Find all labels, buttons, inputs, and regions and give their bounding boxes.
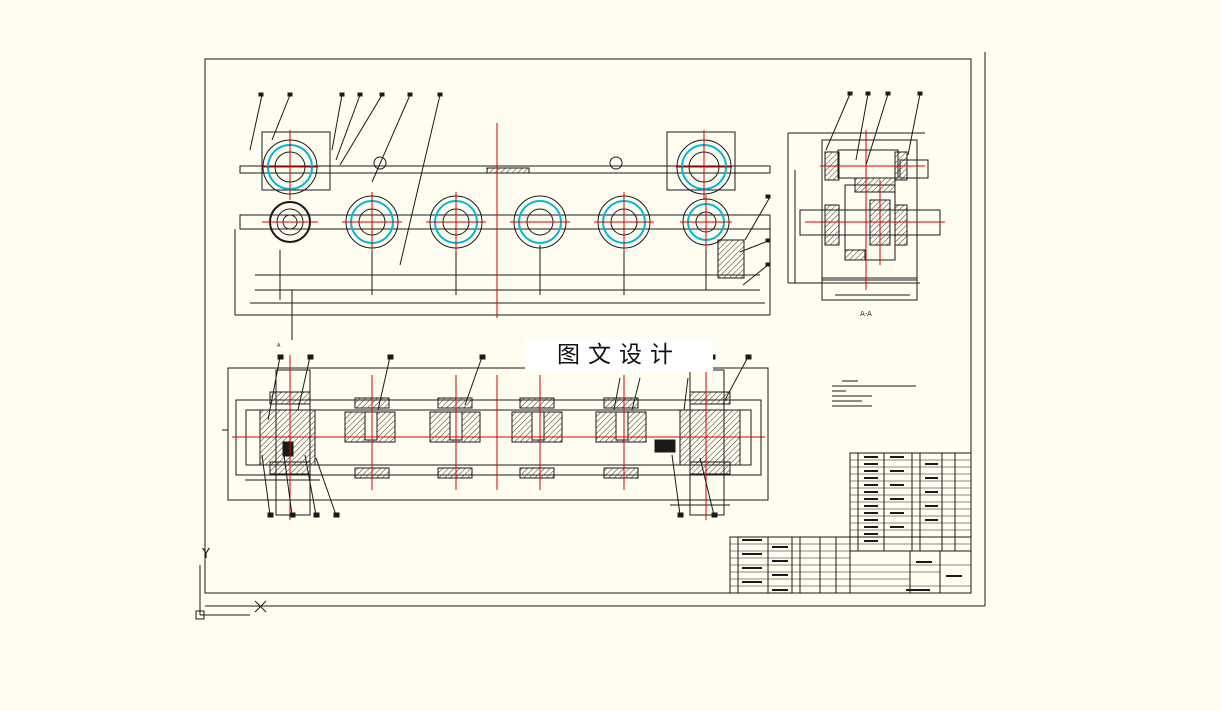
ucs-icon: Y: [195, 547, 267, 620]
title-block: [729, 536, 972, 594]
parts-list-table: [849, 452, 972, 552]
watermark: 图文设计: [525, 338, 713, 372]
sheet-border: [204, 52, 986, 607]
lifting-eye-icon: [609, 156, 623, 170]
ucs-y-label: Y: [201, 547, 210, 562]
lifting-eye-icon: [373, 156, 387, 170]
side-view-section: A-A: [787, 132, 941, 318]
leader-balloon-icon: [847, 91, 923, 96]
leader-balloon-icon: [267, 354, 752, 518]
side-view-centerlines: [805, 130, 945, 290]
plan-view-centerlines: [232, 355, 765, 520]
section-label: A-A: [860, 310, 872, 318]
section-marker: A: [277, 290, 293, 349]
technical-notes: [832, 380, 916, 407]
front-view-leaders: [249, 92, 771, 286]
front-view-bearings: [262, 123, 732, 318]
section-marker-label: A: [277, 343, 281, 349]
side-view-leaders: [825, 91, 923, 166]
front-view: [234, 131, 771, 316]
leader-balloon-icon: [258, 92, 771, 267]
plan-view-leaders: [261, 354, 752, 518]
